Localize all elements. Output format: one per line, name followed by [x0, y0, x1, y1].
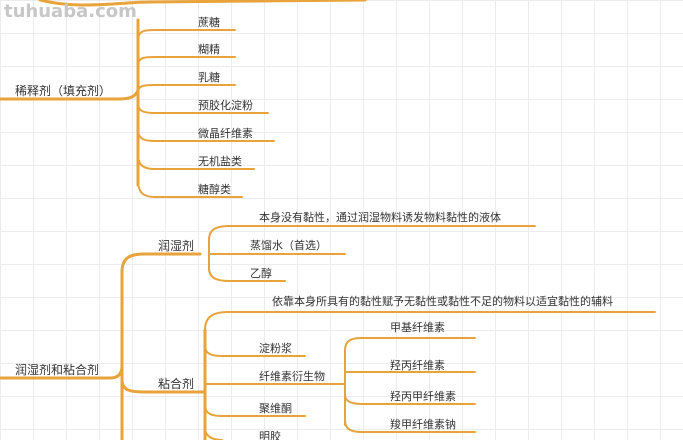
node-wetting-agent[interactable]: 润湿剂	[158, 238, 194, 253]
node-diluent-item[interactable]: 微晶纤维素	[198, 126, 253, 140]
branch-line-binder-3	[204, 404, 306, 417]
branch-line-binder-4	[204, 427, 223, 440]
branch-line-cellulose-3	[344, 394, 476, 405]
branch-line-wb-wetting	[120, 252, 202, 274]
node-diluent-item[interactable]: 预胶化淀粉	[198, 98, 253, 112]
node-cellulose-item[interactable]: 甲基纤维素	[390, 321, 445, 334]
branch-line-top	[38, 0, 367, 7]
branch-line-diluent-4	[137, 103, 269, 114]
node-diluent-item[interactable]: 糊精	[198, 42, 220, 56]
node-diluent-item[interactable]: 糖醇类	[198, 182, 231, 196]
node-diluent-item[interactable]: 无机盐类	[198, 154, 242, 168]
node-diluent[interactable]: 稀释剂（填充剂）	[15, 83, 111, 98]
branch-line-wetting-desc	[208, 225, 536, 241]
node-binder-item[interactable]: 淀粉浆	[259, 341, 292, 355]
branch-line-binder-desc	[204, 311, 656, 331]
branch-line-wetting-2	[208, 267, 286, 282]
node-cellulose-item[interactable]: 羟丙纤维素	[390, 358, 445, 372]
node-diluent-item[interactable]: 乳糖	[198, 70, 220, 84]
node-binder[interactable]: 粘合剂	[158, 376, 194, 391]
branch-line-diluent-2	[137, 56, 236, 66]
branch-line-diluent-6	[137, 154, 255, 170]
node-binder-item[interactable]: 聚维酮	[259, 402, 292, 415]
branch-line-diluent-5	[137, 129, 275, 142]
branch-line-diluent-7	[137, 179, 243, 198]
node-diluent-item[interactable]: 蔗糖	[198, 15, 220, 29]
node-binder-item[interactable]: 纤维素衍生物	[259, 369, 325, 383]
node-binder-desc[interactable]: 依靠本身所具有的黏性赋予无黏性或黏性不足的物料以适宜黏性的辅料	[272, 294, 613, 308]
branch-line-diluent-1	[137, 29, 236, 41]
node-binder-item[interactable]: 明胶	[259, 429, 281, 440]
watermark-text: tuhuaba.com	[4, 1, 137, 22]
node-wetting-item[interactable]: 蒸馏水（首选）	[250, 238, 327, 252]
branch-line-cellulose-1	[344, 337, 476, 351]
node-wetting-item[interactable]: 乙醇	[250, 266, 272, 280]
node-cellulose-item[interactable]: 羧甲纤维素钠	[390, 417, 456, 431]
node-wetting-binding[interactable]: 润湿剂和粘合剂	[15, 362, 99, 377]
branch-line-cellulose-4	[344, 419, 476, 433]
node-wetting-desc[interactable]: 本身没有黏性，通过润湿物料诱发物料黏性的液体	[259, 210, 501, 224]
branch-line-diluent-3	[137, 84, 236, 93]
branch-line-wb-binder	[120, 378, 207, 394]
branch-line-binder-1	[204, 345, 306, 357]
node-cellulose-item[interactable]: 羟丙甲纤维素	[390, 389, 456, 403]
